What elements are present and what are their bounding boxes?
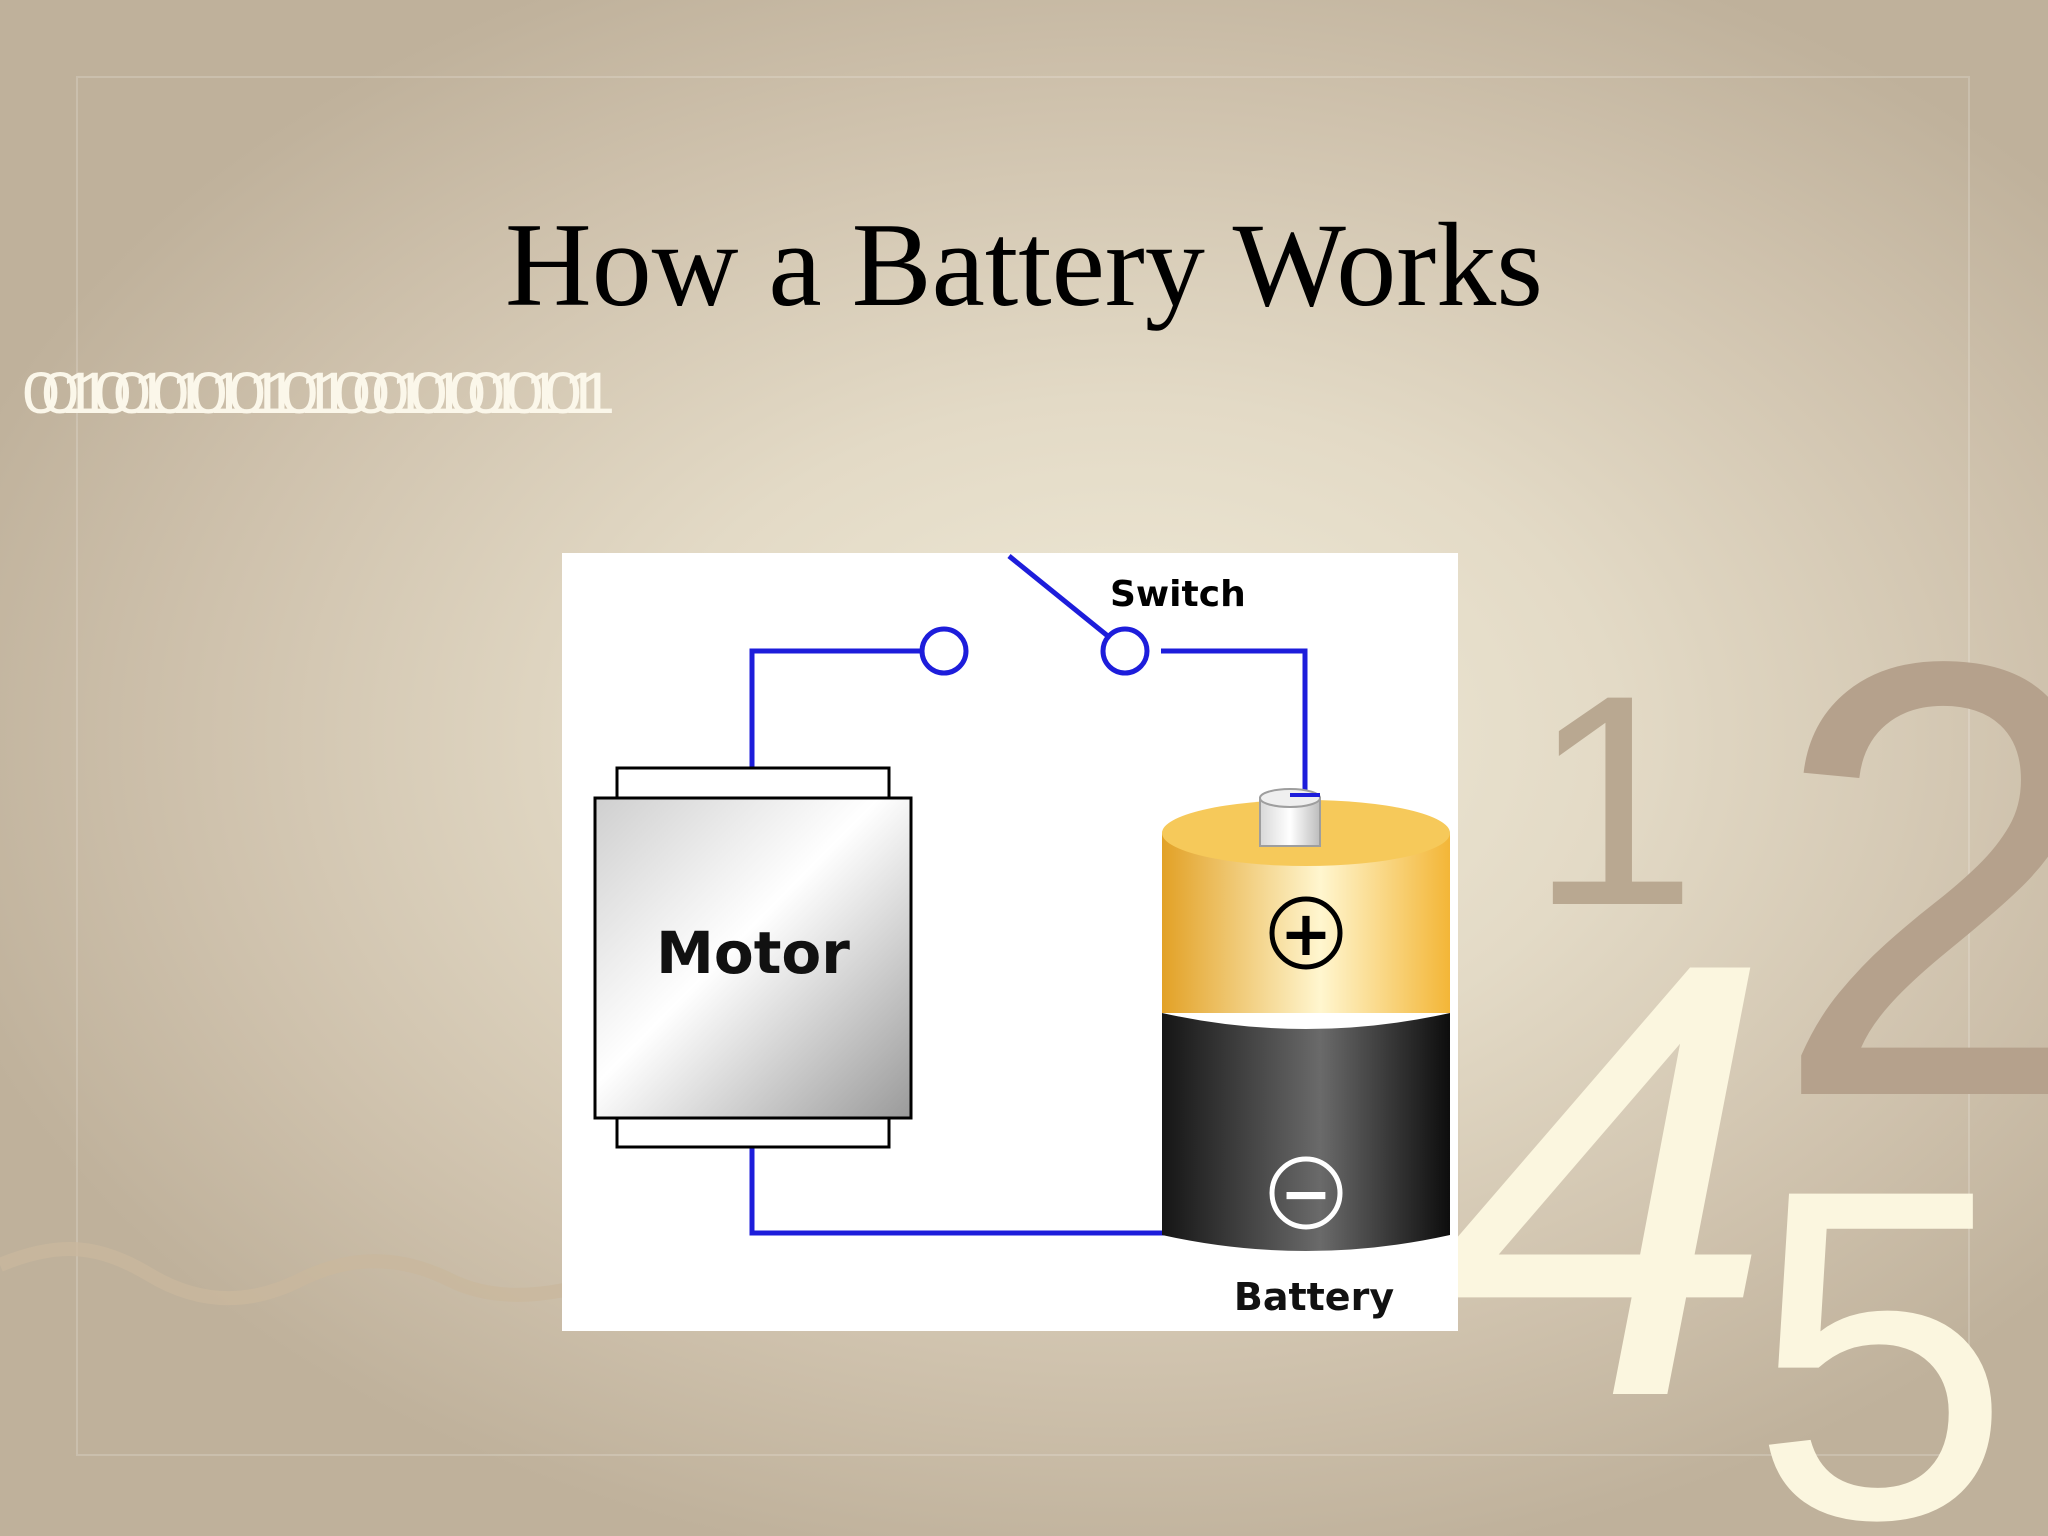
switch: Switch bbox=[919, 554, 1246, 676]
slide-frame bbox=[76, 76, 1970, 1456]
battery-label: Battery bbox=[1234, 1275, 1394, 1319]
motor-label: Motor bbox=[656, 919, 850, 987]
minus-sign: − bbox=[1280, 1157, 1332, 1230]
wave-decoration bbox=[0, 1242, 620, 1306]
decor-number-4: 4 bbox=[1430, 834, 1775, 1526]
decor-number-2: 2 bbox=[1770, 534, 2048, 1226]
binary-decoration: 0011001010101101100010100101011 bbox=[22, 361, 615, 426]
battery: + − Battery bbox=[1162, 788, 1450, 1319]
circuit-diagram: Switch Motor + − Battery bbox=[562, 553, 1458, 1331]
circuit-wires bbox=[749, 648, 1308, 1236]
slide-title: How a Battery Works bbox=[505, 198, 1543, 331]
decor-number-1: 1 bbox=[1530, 632, 1697, 968]
motor: Motor bbox=[593, 766, 913, 1149]
plus-sign: + bbox=[1280, 897, 1332, 970]
switch-label: Switch bbox=[1110, 574, 1246, 615]
decor-number-5: 5 bbox=[1750, 1092, 2012, 1536]
